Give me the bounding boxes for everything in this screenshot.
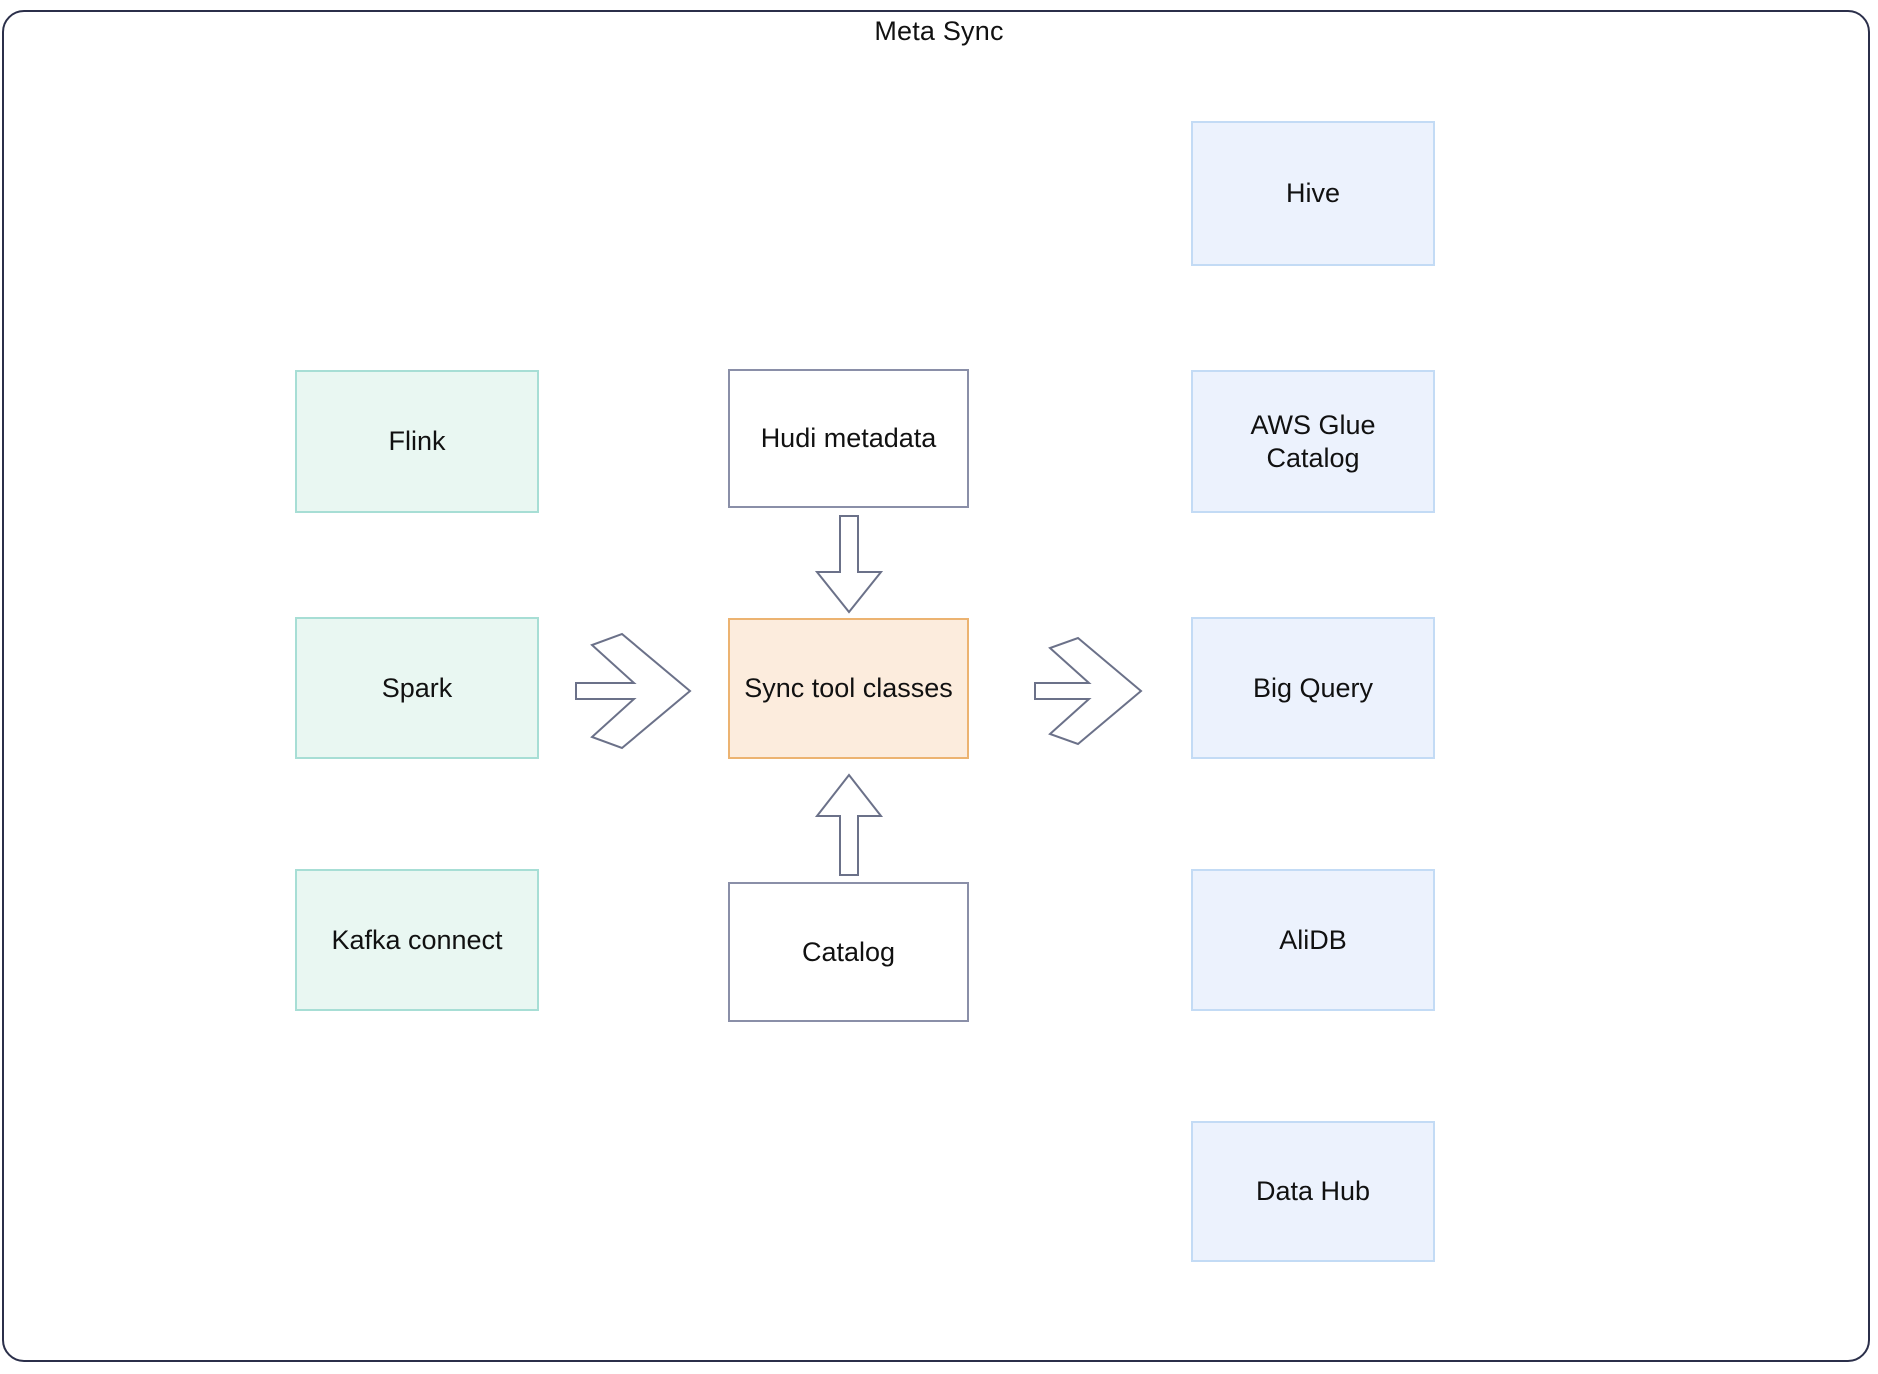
node-label: AliDB — [1279, 924, 1347, 955]
diagram-frame — [2, 10, 1870, 1362]
node-hive[interactable]: Hive — [1191, 121, 1435, 266]
node-alidb[interactable]: AliDB — [1191, 869, 1435, 1011]
node-label: Hive — [1285, 178, 1340, 209]
node-label: Kafka connect — [331, 924, 503, 955]
arrow-catalog-to-sync-icon — [814, 772, 884, 878]
node-label: Flink — [388, 426, 446, 457]
node-catalog[interactable]: Catalog — [728, 882, 969, 1022]
arrow-sync-to-targets-icon — [1033, 636, 1143, 746]
node-label: AWS Glue Catalog — [1250, 410, 1376, 473]
node-hudi-metadata[interactable]: Hudi metadata — [728, 369, 969, 508]
arrow-hudi-to-sync-icon — [814, 514, 884, 614]
node-label: Hudi metadata — [760, 423, 937, 454]
node-label: Data Hub — [1255, 1176, 1371, 1207]
arrow-sources-to-sync-icon — [574, 632, 692, 750]
page-title: Meta Sync — [874, 16, 1004, 46]
node-label: Catalog — [801, 936, 896, 967]
node-label: Big Query — [1252, 672, 1374, 703]
node-aws-glue-catalog[interactable]: AWS Glue Catalog — [1191, 370, 1435, 513]
node-label: Sync tool classes — [744, 673, 953, 704]
node-big-query[interactable]: Big Query — [1191, 617, 1435, 759]
node-data-hub[interactable]: Data Hub — [1191, 1121, 1435, 1262]
node-spark[interactable]: Spark — [295, 617, 539, 759]
node-label: Spark — [381, 672, 453, 703]
node-kafka-connect[interactable]: Kafka connect — [295, 869, 539, 1011]
node-sync-tool-classes[interactable]: Sync tool classes — [728, 618, 969, 759]
node-flink[interactable]: Flink — [295, 370, 539, 513]
